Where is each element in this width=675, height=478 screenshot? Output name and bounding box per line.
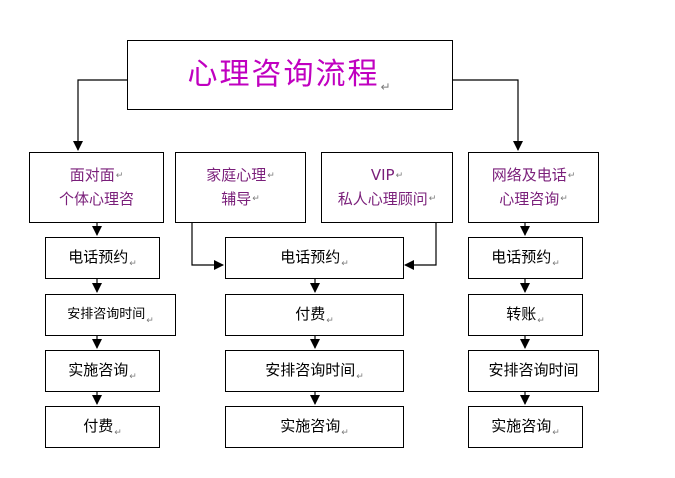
left-step-3-label: 实施咨询 xyxy=(68,361,129,380)
center-step-2-label: 付费 xyxy=(295,305,326,324)
right-step-3-label: 安排咨询时间 xyxy=(488,361,579,380)
left-step-1-label: 电话预约 xyxy=(68,248,129,267)
right-step-3: 安排咨询时间 xyxy=(468,350,599,392)
left-step-4-label: 付费 xyxy=(83,417,114,436)
left-step-1: 电话预约↵ xyxy=(45,237,160,279)
header-family-line1: 家庭心理 xyxy=(206,166,267,185)
header-vip: VIP↵ 私人心理顾问↵ xyxy=(321,152,453,223)
header-face-to-face: 面对面↵ 个体心理咨 xyxy=(29,152,164,223)
left-step-3: 实施咨询↵ xyxy=(45,350,160,392)
right-step-2-label: 转账 xyxy=(506,305,537,324)
center-step-4: 实施咨询↵ xyxy=(225,406,404,448)
center-step-3: 安排咨询时间↵ xyxy=(225,350,404,392)
header-online-phone-line2: 心理咨询 xyxy=(499,189,560,208)
right-step-2: 转账↵ xyxy=(468,294,583,336)
center-step-2: 付费↵ xyxy=(225,294,404,336)
header-family: 家庭心理↵ 辅导↵ xyxy=(175,152,306,223)
header-vip-line1: VIP xyxy=(370,166,395,185)
connector-title-left xyxy=(73,79,127,151)
right-step-4-label: 实施咨询 xyxy=(491,417,552,436)
header-face-to-face-line2: 个体心理咨 xyxy=(58,189,134,208)
connector-vip-center xyxy=(404,222,437,270)
center-step-4-label: 实施咨询 xyxy=(280,417,341,436)
left-step-4: 付费↵ xyxy=(45,406,160,448)
center-step-1: 电话预约↵ xyxy=(225,237,404,279)
header-online-phone: 网络及电话↵ 心理咨询↵ xyxy=(468,152,599,223)
connector-family-center xyxy=(191,222,224,270)
header-online-phone-line1: 网络及电话 xyxy=(491,166,567,185)
title-text: 心理咨询流程 xyxy=(187,56,380,92)
connector-title-right xyxy=(452,79,523,151)
left-step-2-label: 安排咨询时间 xyxy=(67,306,146,322)
header-face-to-face-line1: 面对面 xyxy=(69,166,115,185)
title-box: 心理咨询流程↵ xyxy=(127,40,453,110)
header-family-line2: 辅导 xyxy=(221,189,252,208)
right-step-4: 实施咨询↵ xyxy=(468,406,583,448)
center-step-1-label: 电话预约 xyxy=(280,248,341,267)
right-step-1: 电话预约↵ xyxy=(468,237,583,279)
center-step-3-label: 安排咨询时间 xyxy=(265,361,356,380)
header-vip-line2: 私人心理顾问 xyxy=(337,189,428,208)
left-step-2: 安排咨询时间↵ xyxy=(45,294,176,336)
right-step-1-label: 电话预约 xyxy=(491,248,552,267)
